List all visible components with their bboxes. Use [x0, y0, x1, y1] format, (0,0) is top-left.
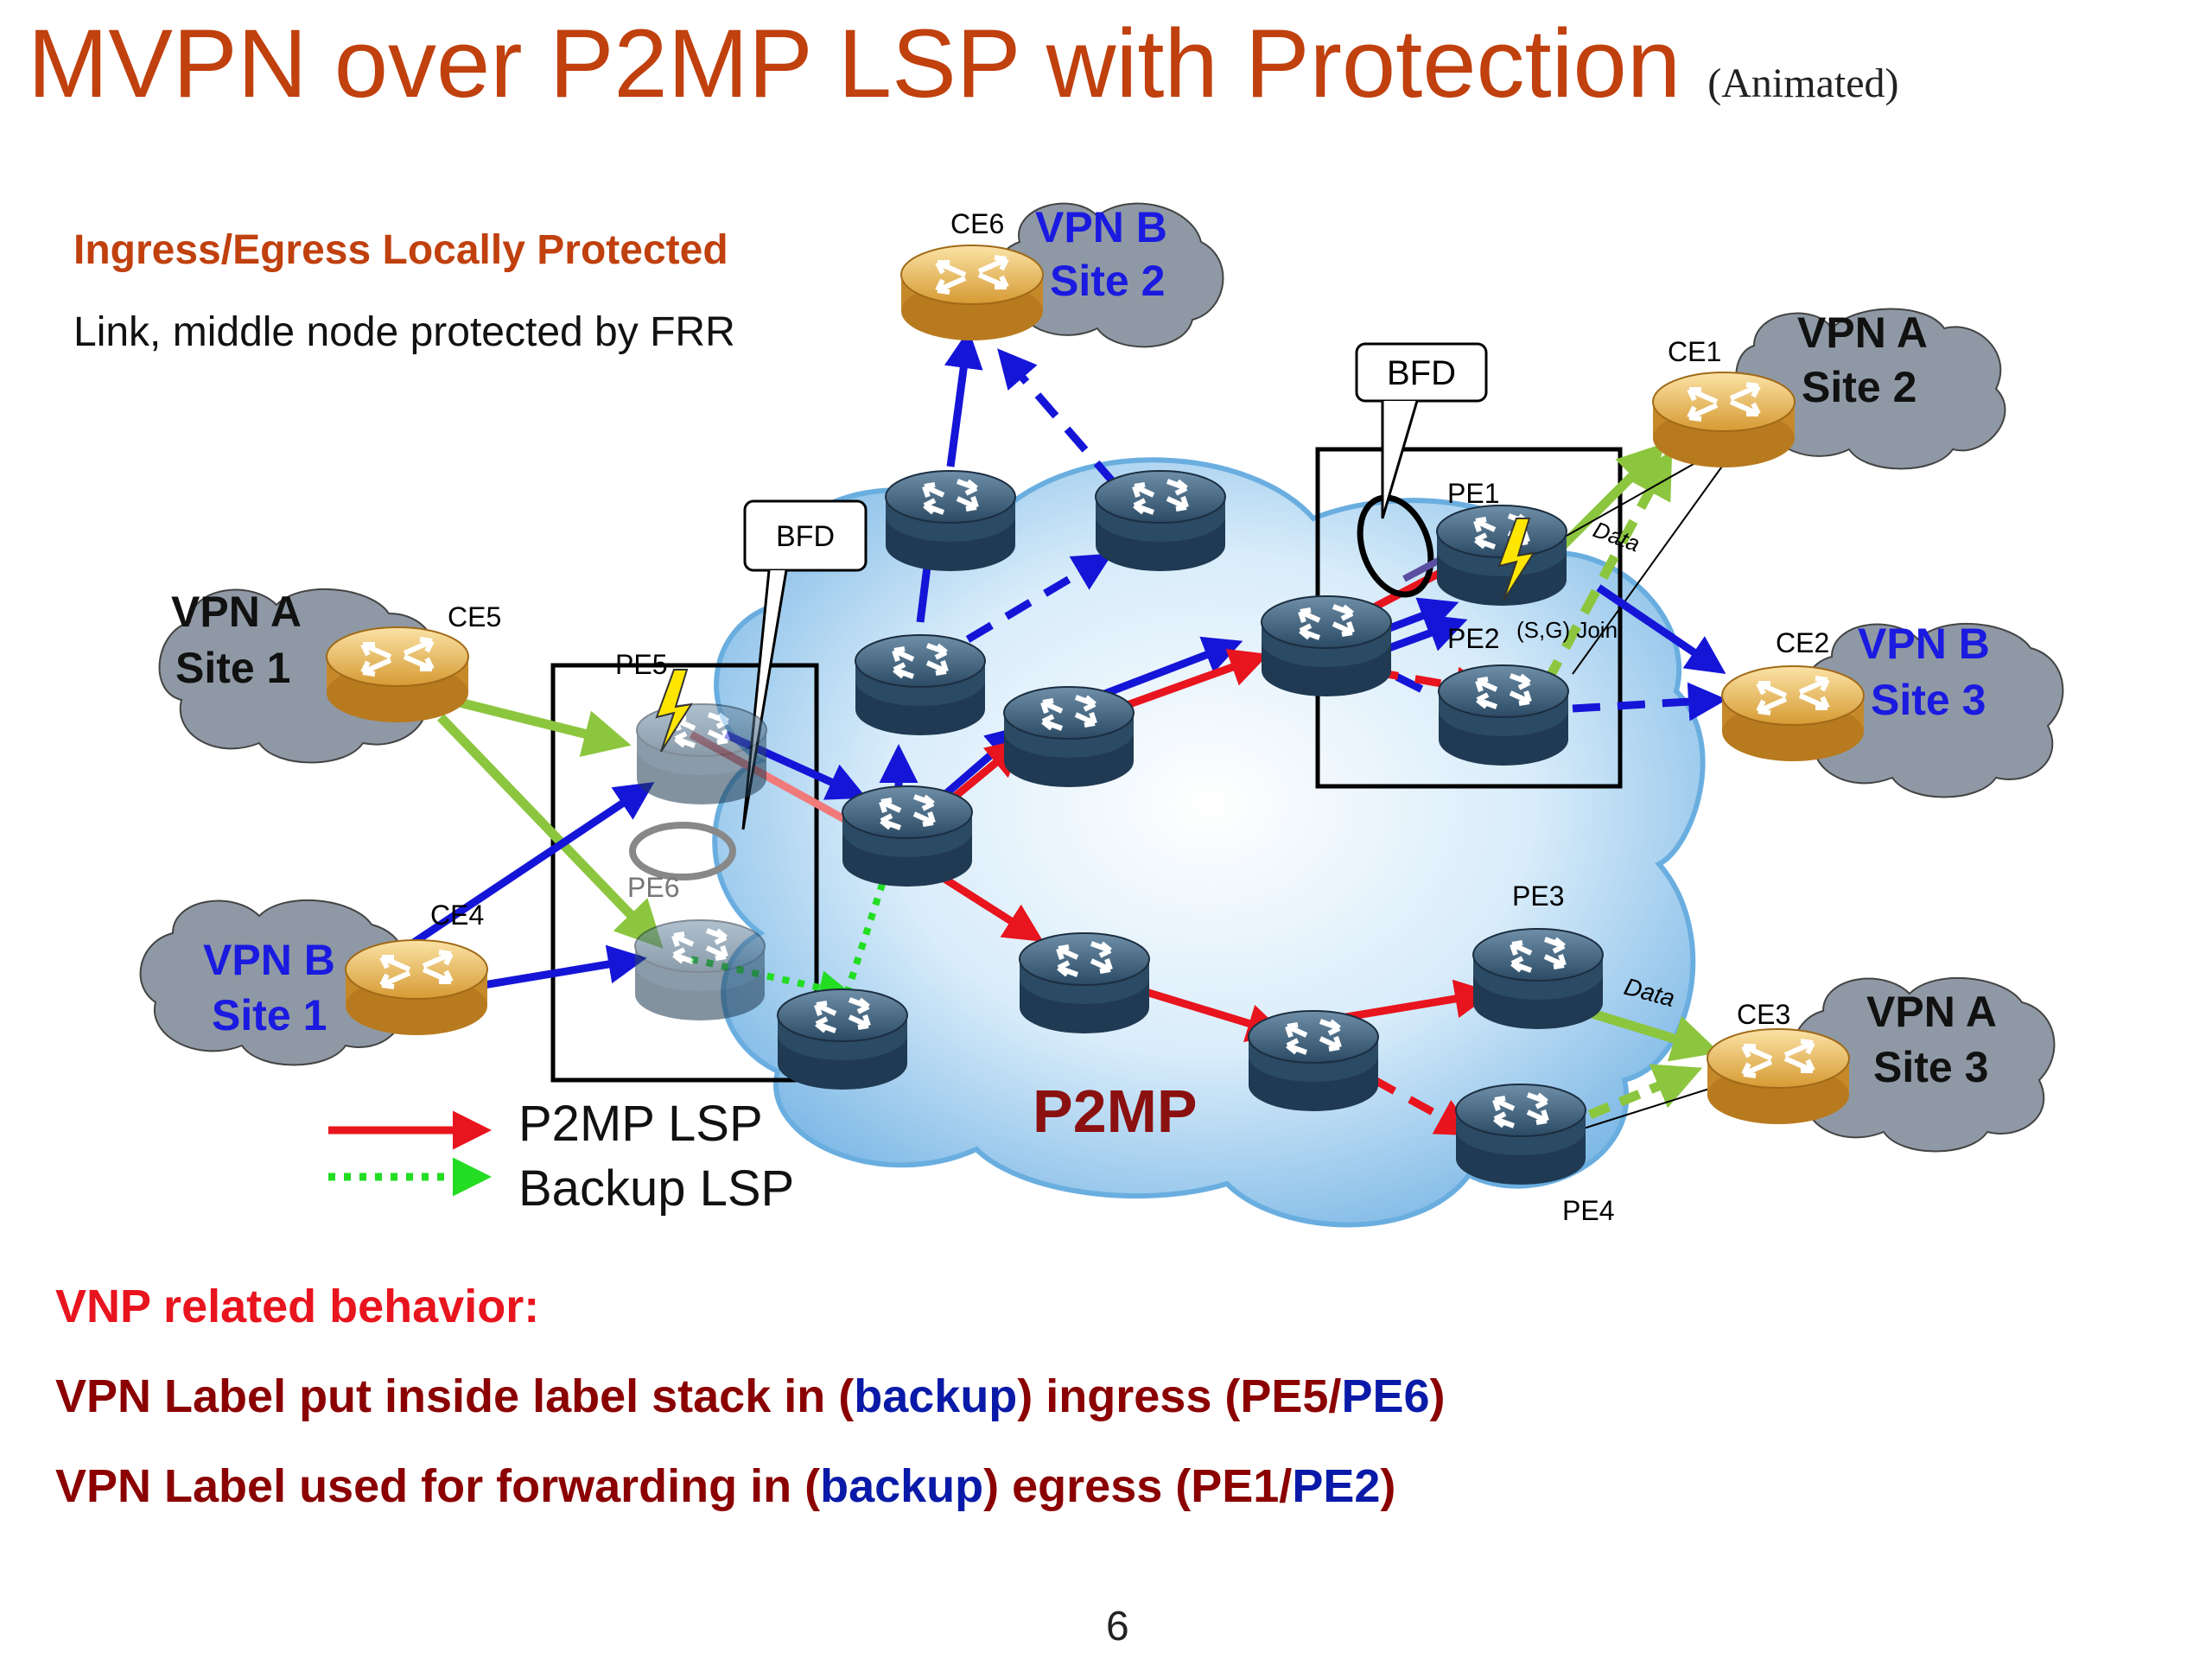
ce4-site: Site 1 [212, 991, 327, 1039]
ingress-protection-box [550, 663, 819, 1083]
router-arrows-icon [1298, 604, 1355, 640]
router-p-core [842, 785, 973, 887]
router-arrows-icon [1285, 1019, 1342, 1055]
behavior-bullet-2: VPN Label used for forwarding in (backup… [55, 1460, 1396, 1512]
bfd-left-label: BFD [776, 520, 835, 553]
router-arrows-icon [1741, 1039, 1815, 1078]
note-frr: Link, middle node protected by FRR [73, 309, 735, 355]
ce4-vpn: VPN B [203, 936, 335, 984]
ce5-site: Site 1 [175, 644, 290, 692]
router-p-top-left [885, 470, 1016, 571]
ce6-vpn: VPN B [1035, 203, 1167, 251]
router-ce2 [1721, 665, 1865, 761]
router-arrows-icon [1756, 676, 1830, 715]
router-arrows-icon [1687, 382, 1761, 422]
sg-join-label: (S,G) Join [1516, 617, 1618, 643]
router-pe2 [1438, 664, 1569, 766]
router-arrows-icon [892, 643, 949, 679]
bfd-ring-right [1357, 494, 1434, 598]
behavior-notes: VNP related behavior: VPN Label put insi… [55, 1262, 2129, 1531]
router-arrows-icon [1492, 1092, 1549, 1128]
router-ce1 [1652, 372, 1796, 467]
router-arrows-icon [1475, 673, 1532, 709]
behavior-bullet-1: VPN Label put inside label stack in (bac… [55, 1370, 1446, 1422]
ce2-vpn: VPN B [1858, 620, 1990, 668]
router-pe5 [636, 703, 767, 804]
ce3-label: CE3 [1737, 999, 1790, 1030]
pe1-label: PE1 [1447, 478, 1499, 509]
pe6-label: PE6 [627, 872, 679, 903]
cloud-ce4-site [139, 899, 407, 1066]
pe2-label: PE2 [1447, 623, 1499, 654]
legend-p2mp-label: P2MP LSP [518, 1096, 763, 1152]
legend: P2MP LSP Backup LSP [328, 1096, 794, 1217]
title-main: MVPN over P2MP LSP with Protection [28, 10, 1681, 118]
ce4-label: CE4 [430, 899, 484, 931]
note-protection: Ingress/Egress Locally Protected [73, 227, 728, 273]
failure-bolt-icon [1497, 518, 1536, 601]
node-labels: CE6 CE1 CE5 CE4 CE2 CE3 PE1 PE2 PE3 PE4 … [430, 208, 1829, 1226]
ce1-vpn: VPN A [1797, 308, 1928, 357]
site-labels: VPN B Site 2 VPN A Site 2 VPN A Site 1 V… [171, 203, 1997, 1091]
bfd-callout-right: BFD [1355, 342, 1488, 519]
failure-bolt-icon [655, 669, 694, 753]
title-suffix: (Animated) [1707, 60, 1899, 106]
pe5-label: PE5 [615, 649, 667, 680]
router-p-bottom [1019, 932, 1150, 1033]
router-arrows-icon [1132, 479, 1189, 515]
router-arrows-icon [1040, 695, 1097, 731]
ce3-site: Site 3 [1873, 1043, 1988, 1091]
router-arrows-icon [671, 928, 728, 964]
router-arrows-icon [1056, 941, 1113, 977]
ce2-label: CE2 [1776, 627, 1829, 658]
router-p-egress [1261, 595, 1392, 696]
ce-routers [326, 245, 1865, 1124]
router-arrows-icon [814, 997, 871, 1033]
ce6-site: Site 2 [1050, 257, 1165, 305]
router-pe4 [1455, 1084, 1586, 1185]
router-p-mid-left [855, 634, 986, 735]
router-arrows-icon [1510, 937, 1567, 973]
ce5-vpn: VPN A [171, 588, 302, 636]
pe3-label: PE3 [1512, 880, 1564, 912]
ce6-label: CE6 [950, 208, 1004, 239]
pe4-label: PE4 [1562, 1195, 1614, 1226]
router-arrows-icon [922, 479, 979, 515]
router-pe6 [634, 919, 766, 1020]
ce2-site: Site 3 [1871, 676, 1986, 724]
router-ce5 [326, 626, 469, 722]
routers [634, 470, 1604, 1185]
ce5-label: CE5 [448, 601, 501, 632]
page-title: MVPN over P2MP LSP with Protection (Anim… [28, 9, 1899, 120]
ce3-vpn: VPN A [1866, 988, 1997, 1036]
router-pe1 [1436, 505, 1567, 606]
router-p-bottom-left [777, 988, 908, 1090]
router-ce3 [1707, 1028, 1850, 1124]
ce1-label: CE1 [1668, 336, 1721, 367]
router-ce6 [900, 245, 1044, 340]
router-arrows-icon [935, 255, 1009, 295]
router-arrows-icon [379, 950, 454, 989]
router-p-top-right [1095, 470, 1226, 571]
router-arrows-icon [360, 637, 435, 677]
router-p-bottom-right [1248, 1010, 1379, 1111]
p2mp-cloud-label: P2MP [1033, 1077, 1198, 1145]
router-arrows-icon [879, 794, 936, 830]
bfd-ring-left [629, 822, 736, 880]
page-number: 6 [1106, 1604, 1129, 1649]
router-pe3 [1472, 928, 1604, 1029]
legend-backup-label: Backup LSP [518, 1160, 794, 1217]
router-p-mid [1003, 686, 1135, 787]
router-ce4 [345, 939, 488, 1035]
behavior-heading: VNP related behavior: [55, 1281, 540, 1332]
ce1-site: Site 2 [1802, 363, 1916, 411]
bfd-right-label: BFD [1387, 354, 1456, 392]
